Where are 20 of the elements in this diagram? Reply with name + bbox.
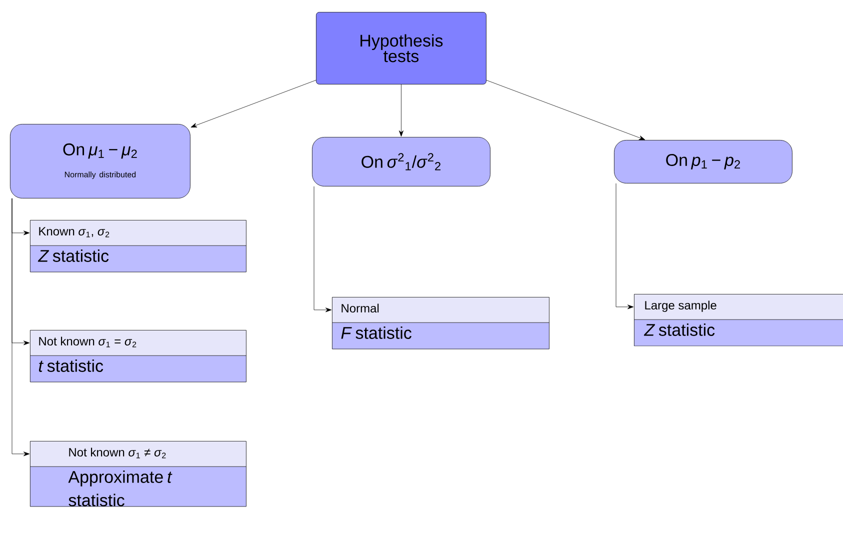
result-box: Not known σ$_{1}$ = σ$_{2}$ t statistic bbox=[30, 330, 246, 382]
node-label: Not known σ$_{1}$ ≠ σ$_{2}$ bbox=[69, 448, 166, 458]
result-box: Large sample Z statistic bbox=[634, 294, 843, 346]
node-label: Known σ$_{1}$, σ$_{2}$ bbox=[39, 227, 110, 238]
node-label: Normal bbox=[342, 304, 379, 313]
arrow bbox=[486, 80, 646, 140]
arrow bbox=[616, 183, 634, 310]
result-box: Not known σ$_{1}$ ≠ σ$_{2}$ Approximate t statistic bbox=[30, 441, 246, 507]
arrow bbox=[314, 186, 332, 312]
node-label: Large sample bbox=[645, 300, 716, 312]
arrow bbox=[12, 198, 30, 456]
arrow bbox=[398, 84, 404, 137]
result-box: Known σ$_{1}$, σ$_{2}$ Z statistic bbox=[30, 220, 246, 272]
topic-box: On σ$^{2}$$_{1}$/σ$^{2}$2 bbox=[312, 137, 490, 186]
topic-box: On μ$_{1}$ − μ$_{2}$ Normally distributed bbox=[10, 124, 190, 198]
arrow bbox=[190, 80, 316, 128]
topic-box: On p$_{1}$ − p$_{2}$ bbox=[614, 140, 792, 184]
node-label: Not known σ$_{1}$ = σ$_{2}$ bbox=[39, 336, 136, 348]
result-box: Normal F statistic bbox=[332, 297, 550, 350]
root-box: Hypothesis tests bbox=[316, 12, 486, 84]
